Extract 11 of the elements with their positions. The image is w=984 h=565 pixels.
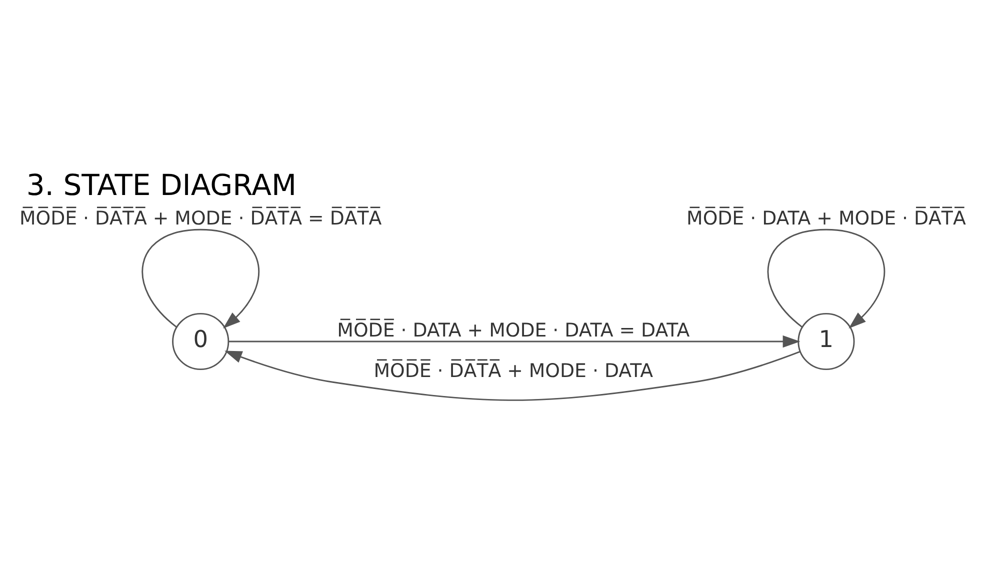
edge-label: M̅O̅D̅E̅ · D̅A̅T̅A̅ + MODE · DATA [374,359,654,382]
diagram-title: 3. STATE DIAGRAM [26,167,296,202]
arrow [142,228,260,328]
arrow [767,228,885,328]
edge-label: M̅O̅D̅E̅ · D̅A̅T̅A̅ + MODE · D̅A̅T̅A̅ = D̅A̅T̅A̅ [20,206,382,229]
edge-label: M̅O̅D̅E̅ · DATA + MODE · DATA = DATA [337,318,690,341]
edge-label: M̅O̅D̅E̅ · DATA + MODE · D̅A̅T̅A̅ [686,206,966,229]
arrow [228,334,800,348]
node-circle: 1 [798,312,855,370]
node-circle: 0 [172,312,230,370]
arrow [224,350,800,400]
